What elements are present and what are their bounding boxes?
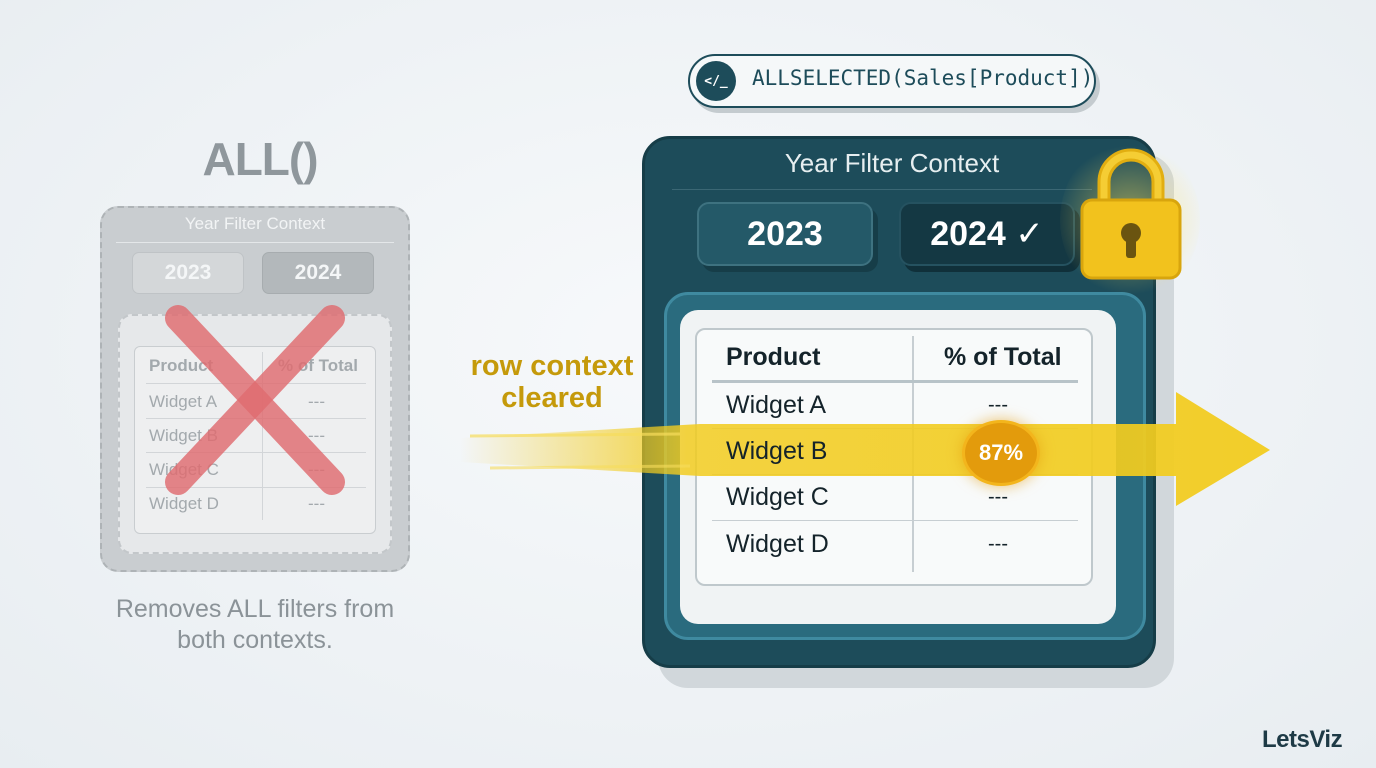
- left-table-value-cell: ---: [308, 392, 325, 411]
- right-year-2023-button[interactable]: 2023: [697, 202, 873, 266]
- left-card-divider: [116, 242, 394, 243]
- letsviz-logo: LetsViz: [1262, 726, 1343, 753]
- right-table-header-line: [712, 380, 1078, 383]
- right-table-product-cell-highlighted: Widget B: [726, 437, 828, 465]
- all-function-title: ALL(): [202, 133, 318, 185]
- left-table-row-line: [146, 452, 366, 453]
- right-table-product-cell: Widget A: [726, 391, 827, 419]
- right-table-value-cell: ---: [988, 486, 1008, 508]
- right-table-product-cell: Widget D: [726, 530, 829, 558]
- left-product-table: [134, 346, 376, 534]
- right-table-product-cell: Widget C: [726, 483, 829, 511]
- padlock-icon: [1080, 148, 1182, 280]
- left-table-value-cell: ---: [308, 494, 325, 513]
- right-table-value-cell: ---: [988, 533, 1008, 555]
- row-context-label-line-2: cleared: [501, 382, 603, 414]
- code-icon: </_: [696, 61, 736, 101]
- left-caption-line-2: both contexts.: [177, 626, 333, 654]
- left-caption: Removes ALL filters from both contexts.: [90, 594, 420, 656]
- right-table-row-line: [712, 520, 1078, 521]
- dax-code-pill: [688, 54, 1096, 108]
- right-card-title: Year Filter Context: [784, 148, 1000, 178]
- left-caption-line-1: Removes ALL filters from: [115, 595, 395, 623]
- left-table-product-cell: Widget A: [149, 392, 218, 411]
- row-context-label-line-1: row context: [470, 350, 634, 382]
- right-table-header-percent: % of Total: [944, 343, 1062, 371]
- left-year-2023-button[interactable]: 2023: [132, 252, 244, 294]
- left-card-title: Year Filter Context: [184, 214, 326, 233]
- left-table-header-product: Product: [149, 356, 214, 375]
- right-table-header-product: Product: [726, 343, 821, 371]
- right-card-divider: [672, 189, 1092, 190]
- right-table-value-cell: ---: [988, 394, 1008, 416]
- left-year-2024-button[interactable]: 2024: [262, 252, 374, 294]
- red-cross-icon: [165, 305, 345, 495]
- right-year-2024-selected-button[interactable]: 2024 ✓: [899, 202, 1075, 266]
- left-table-product-cell: Widget D: [149, 494, 219, 513]
- percent-total-badge: 87%: [962, 420, 1040, 486]
- left-table-value-cell: ---: [308, 426, 325, 445]
- highlight-arrow: [460, 392, 1270, 506]
- dax-formula-text: ALLSELECTED(Sales[Product]): [752, 66, 1094, 90]
- left-table-column-divider: [262, 352, 263, 520]
- left-table-row-line: [146, 487, 366, 488]
- row-context-cleared-label: row context cleared: [462, 350, 642, 414]
